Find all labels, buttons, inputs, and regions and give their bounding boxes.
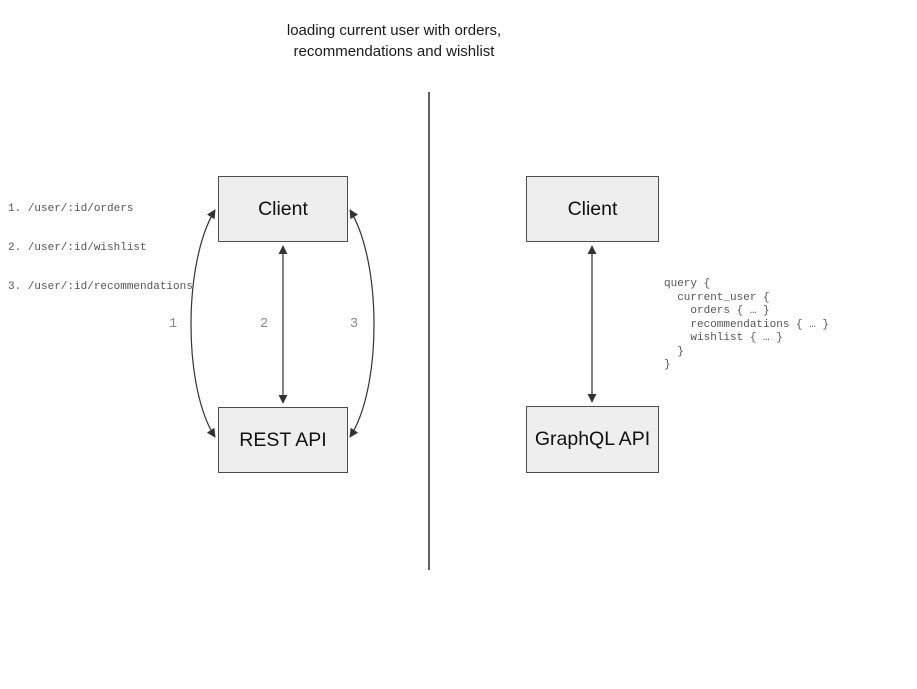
rest-client-box: Client [218, 176, 348, 242]
rest-endpoint-wishlist: 2. /user/:id/wishlist [8, 242, 147, 254]
rest-arrow-label-2: 2 [259, 317, 269, 332]
graphql-api-box-label: GraphQL API [534, 428, 651, 450]
graphql-client-box: Client [526, 176, 659, 242]
graphql-query-code: query { current_user { orders { … } reco… [664, 278, 830, 371]
rest-arrow-1-curve [190, 209, 216, 438]
rest-endpoint-orders: 1. /user/:id/orders [8, 203, 134, 215]
graphql-client-box-label: Client [567, 197, 618, 220]
rest-api-box: REST API [218, 407, 348, 473]
rest-arrow-label-3: 3 [349, 317, 359, 332]
diagram-title: loading current user with orders, recomm… [254, 20, 534, 62]
diagram-title-line2: recommendations and wishlist [293, 43, 495, 60]
diagram-title-line1: loading current user with orders, [286, 22, 502, 39]
rest-endpoint-recommendations: 3. /user/:id/recommendations [8, 281, 193, 293]
rest-client-box-label: Client [258, 197, 308, 220]
rest-arrow-label-1: 1 [168, 317, 178, 332]
panel-divider-line [428, 92, 430, 570]
graphql-api-box: GraphQL API [526, 406, 659, 473]
rest-endpoint-list: 1. /user/:id/orders 2. /user/:id/wishlis… [8, 177, 193, 320]
rest-api-box-label: REST API [239, 428, 327, 451]
